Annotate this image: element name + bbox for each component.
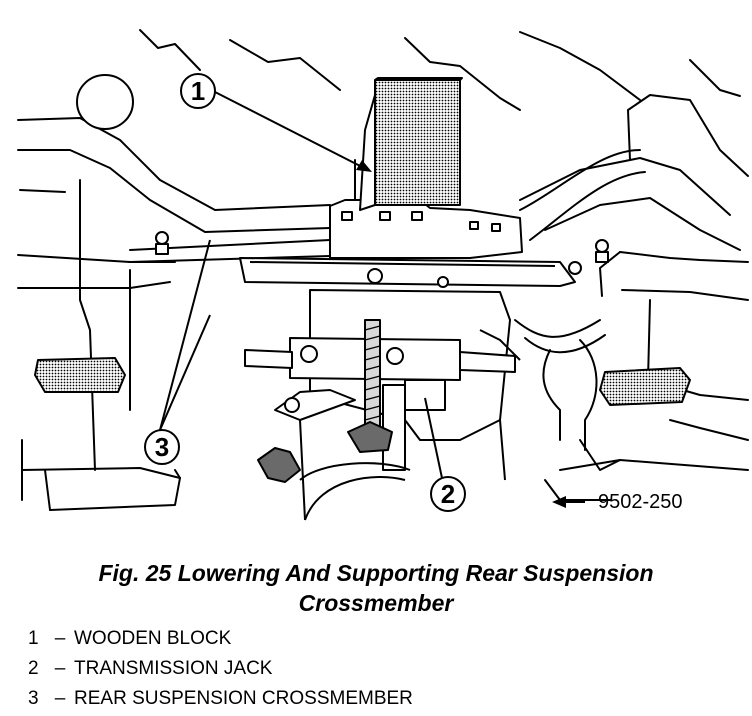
legend-item: 3–REAR SUSPENSION CROSSMEMBER [28, 684, 413, 714]
callout-2-label: 2 [441, 479, 455, 509]
legend-item-number: 3 [28, 688, 39, 709]
transmission-jack [244, 319, 516, 521]
legend-list: 1–WOODEN BLOCK 2–TRANSMISSION JACK 3–REA… [28, 624, 413, 714]
caption-line-2: Crossmember [298, 590, 454, 616]
legend-item-label: REAR SUSPENSION CROSSMEMBER [74, 688, 413, 709]
legend-item-separator: – [54, 628, 66, 649]
legend-item: 1–WOODEN BLOCK [28, 624, 413, 654]
rear-suspension-crossmember [155, 199, 609, 288]
legend-item-number: 1 [28, 628, 39, 649]
callout-2: 2 [430, 476, 466, 512]
legend-item-number: 2 [28, 658, 39, 679]
vehicle-body-background [17, 29, 749, 511]
legend-item-label: TRANSMISSION JACK [74, 658, 273, 679]
callout-3: 3 [144, 429, 180, 465]
callout-1-label: 1 [191, 76, 205, 106]
technical-illustration: 1 3 2 9502-250 [17, 29, 749, 521]
legend-item: 2–TRANSMISSION JACK [28, 654, 413, 684]
caption-line-1: Fig. 25 Lowering And Supporting Rear Sus… [98, 560, 654, 586]
legend-item-label: WOODEN BLOCK [74, 628, 232, 649]
callout-1: 1 [180, 73, 216, 109]
legend-item-separator: – [54, 658, 66, 679]
wooden-block [359, 77, 463, 211]
figure-caption: Fig. 25 Lowering And Supporting Rear Sus… [0, 558, 752, 618]
frame-pads [34, 357, 691, 406]
figure-reference-number: 9502-250 [598, 491, 683, 513]
leader-arrowheads [356, 160, 566, 508]
callout-3-label: 3 [155, 432, 169, 462]
legend-item-separator: – [54, 688, 66, 709]
